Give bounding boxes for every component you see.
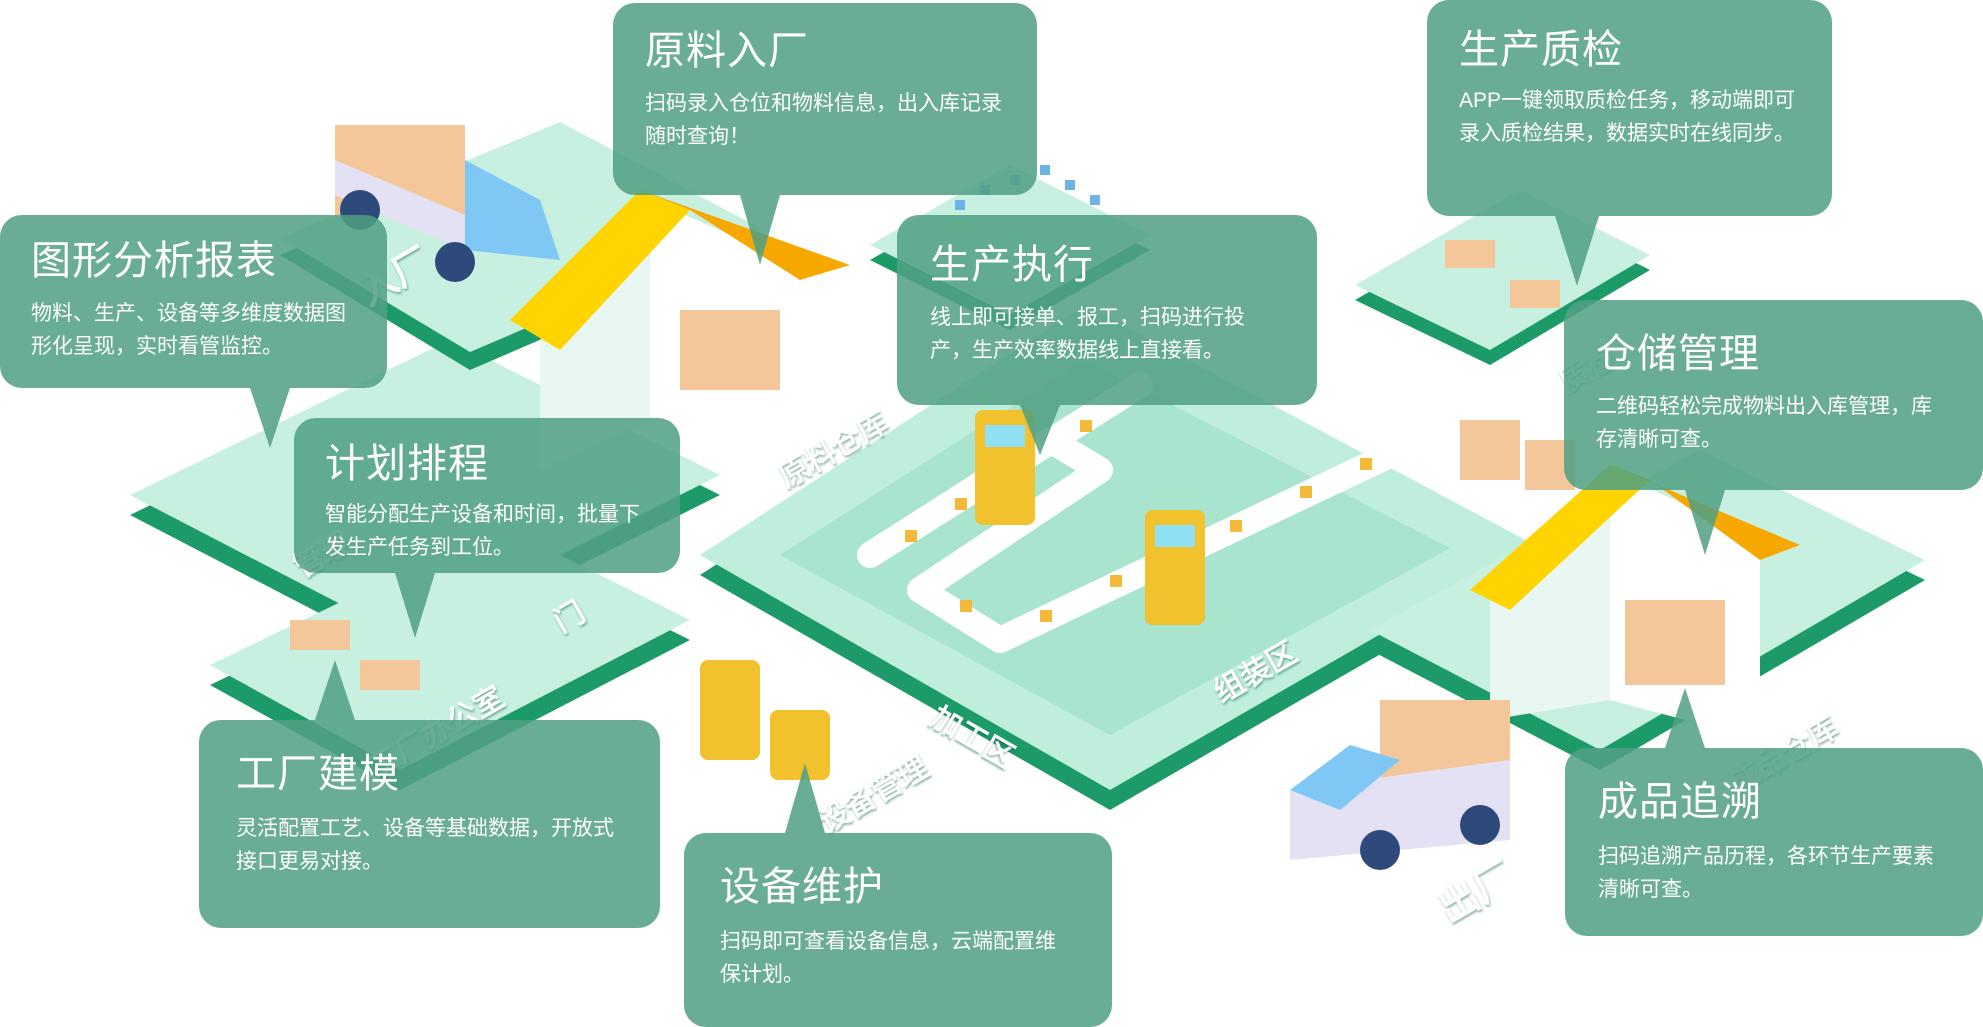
card-pointer <box>1555 216 1599 286</box>
card-pointer <box>1685 490 1725 555</box>
stacked-boxes <box>1460 420 1575 490</box>
card-equipment-maintenance: 设备维护 扫码即可查看设备信息，云端配置维保计划。 <box>684 833 1112 1027</box>
raw-material-warehouse <box>510 190 850 480</box>
card-warehouse-management: 仓储管理 二维码轻松完成物料出入库管理，库存清晰可查。 <box>1564 300 1983 490</box>
card-finished-product-tracing: 成品追溯 扫码追溯产品历程，各环节生产要素清晰可查。 <box>1565 748 1983 936</box>
card-pointer <box>250 388 290 448</box>
card-pointer <box>785 763 825 833</box>
card-planning-scheduling: 计划排程 智能分配生产设备和时间，批量下发生产任务到工位。 <box>294 418 680 573</box>
card-pointer <box>1665 688 1705 748</box>
card-description: 物料、生产、设备等多维度数据图形化呈现，实时看管监控。 <box>31 302 346 358</box>
card-description: 扫码追溯产品历程，各环节生产要素清晰可查。 <box>1598 845 1934 901</box>
card-title: 工厂建模 <box>236 752 400 796</box>
card-description: 二维码轻松完成物料出入库管理，库存清晰可查。 <box>1596 395 1932 451</box>
card-title: 仓储管理 <box>1596 332 1760 376</box>
card-title: 设备维护 <box>720 865 884 909</box>
card-graphic-analysis-report: 图形分析报表 物料、生产、设备等多维度数据图形化呈现，实时看管监控。 <box>0 215 387 388</box>
card-description: 灵活配置工艺、设备等基础数据，开放式接口更易对接。 <box>236 817 614 873</box>
office-desks <box>290 240 1560 690</box>
card-title: 计划排程 <box>325 442 489 486</box>
card-description: 扫码即可查看设备信息，云端配置维保计划。 <box>720 930 1056 986</box>
card-pointer <box>1020 405 1060 455</box>
card-pointer <box>315 660 355 720</box>
card-description: APP一键领取质检任务，移动端即可录入质检结果，数据实时在线同步。 <box>1459 89 1796 145</box>
card-title: 原料入厂 <box>645 29 809 73</box>
card-pointer <box>740 195 780 265</box>
main-factory-platform <box>700 305 1535 810</box>
card-production-quality-check: 生产质检 APP一键领取质检任务，移动端即可录入质检结果，数据实时在线同步。 <box>1427 0 1832 216</box>
card-production-execution: 生产执行 线上即可接单、报工，扫码进行投产，生产效率数据线上直接看。 <box>897 215 1317 405</box>
card-pointer <box>395 573 435 638</box>
card-factory-modeling: 工厂建模 灵活配置工艺、设备等基础数据，开放式接口更易对接。 <box>199 720 660 928</box>
card-raw-material-intake: 原料入厂 扫码录入仓位和物料信息，出入库记录随时查询！ <box>613 3 1037 195</box>
outgoing-truck <box>1290 700 1510 870</box>
card-title: 生产质检 <box>1459 28 1623 72</box>
card-title: 生产执行 <box>930 243 1094 287</box>
card-description: 线上即可接单、报工，扫码进行投产，生产效率数据线上直接看。 <box>930 306 1245 362</box>
incoming-truck <box>335 125 560 282</box>
card-title: 成品追溯 <box>1598 780 1762 824</box>
card-description: 扫码录入仓位和物料信息，出入库记录随时查询！ <box>645 92 1002 148</box>
card-title: 图形分析报表 <box>31 239 277 283</box>
card-description: 智能分配生产设备和时间，批量下发生产任务到工位。 <box>325 503 640 559</box>
assembly-robots <box>700 410 1205 780</box>
